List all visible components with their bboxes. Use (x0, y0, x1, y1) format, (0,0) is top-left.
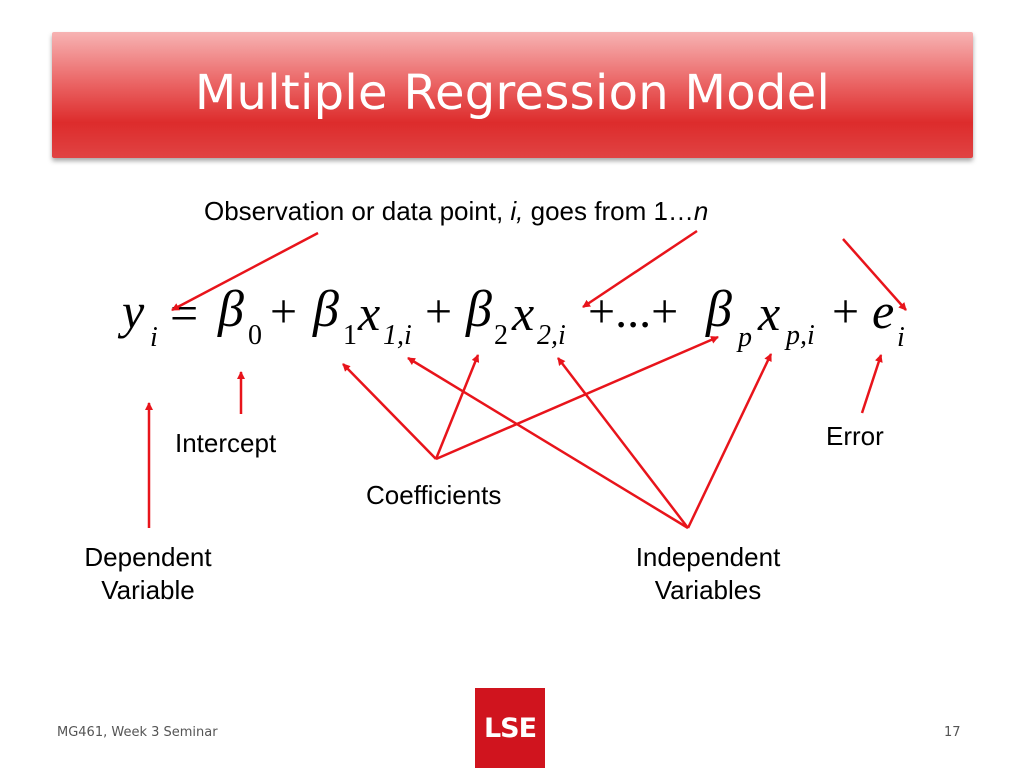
arrow-error (860, 354, 883, 414)
arrow-indep-x2 (557, 357, 689, 529)
dependent-line-1: Dependent (84, 542, 212, 572)
arrow-n-to-ei (842, 238, 907, 311)
independent-line-2: Variables (654, 575, 762, 605)
eq-plus-3: + (832, 285, 860, 338)
eq-beta-0-sub: 0 (248, 320, 262, 351)
independent-line-1: Independent (635, 542, 781, 572)
arrow-coef-betap (435, 335, 719, 461)
dependent-line-2: Variable (101, 575, 195, 605)
observation-prefix: Observation or data point, (204, 196, 511, 226)
arrow-observation-to-yi (171, 231, 319, 312)
dependent-variable-label: Dependent Variable (60, 541, 236, 607)
eq-x-2-sub: 2,i (537, 320, 566, 351)
coefficients-label: Coefficients (366, 480, 502, 510)
observation-label: Observation or data point, i, goes from … (204, 195, 708, 228)
footer-course: MG461, Week 3 Seminar (57, 725, 218, 740)
eq-y-sub: i (150, 322, 158, 353)
observation-middle: goes from 1… (523, 196, 694, 226)
slide-title: Multiple Regression Model (194, 65, 831, 121)
eq-beta-1: β (313, 281, 339, 338)
lse-logo: LSE (475, 688, 545, 768)
observation-i: i, (510, 196, 524, 226)
intercept-label: Intercept (175, 428, 277, 458)
eq-beta-p: β (706, 281, 732, 338)
eq-x-p-sub: p,i (786, 320, 815, 351)
arrow-indep-x1 (407, 356, 689, 530)
eq-x-1-sub: 1,i (383, 320, 412, 351)
arrow-indep-xp (686, 353, 773, 529)
eq-x-1: x (358, 285, 381, 341)
eq-plus-1: + (270, 285, 298, 338)
eq-beta-p-sub: p (738, 322, 752, 353)
eq-beta-1-sub: 1 (343, 320, 357, 351)
error-label: Error (826, 421, 884, 451)
independent-variables-label: Independent Variables (598, 541, 818, 607)
arrow-coef-beta1 (342, 363, 437, 460)
eq-e: e (872, 283, 895, 339)
eq-beta-2: β (466, 281, 492, 338)
eq-equals: = (170, 285, 199, 341)
title-bar: Multiple Regression Model (52, 32, 973, 158)
slide-number: 17 (944, 725, 961, 740)
arrow-observation-to-x2i (582, 229, 698, 309)
arrow-coef-beta2 (434, 354, 480, 460)
eq-plus-2: + (425, 285, 453, 338)
eq-beta-2-sub: 2 (494, 320, 508, 351)
eq-x-2: x (512, 285, 535, 341)
eq-beta-0: β (218, 281, 244, 338)
eq-y: y (122, 283, 145, 339)
observation-n: n (693, 196, 709, 226)
eq-x-p: x (758, 285, 781, 341)
eq-e-sub: i (897, 322, 905, 353)
